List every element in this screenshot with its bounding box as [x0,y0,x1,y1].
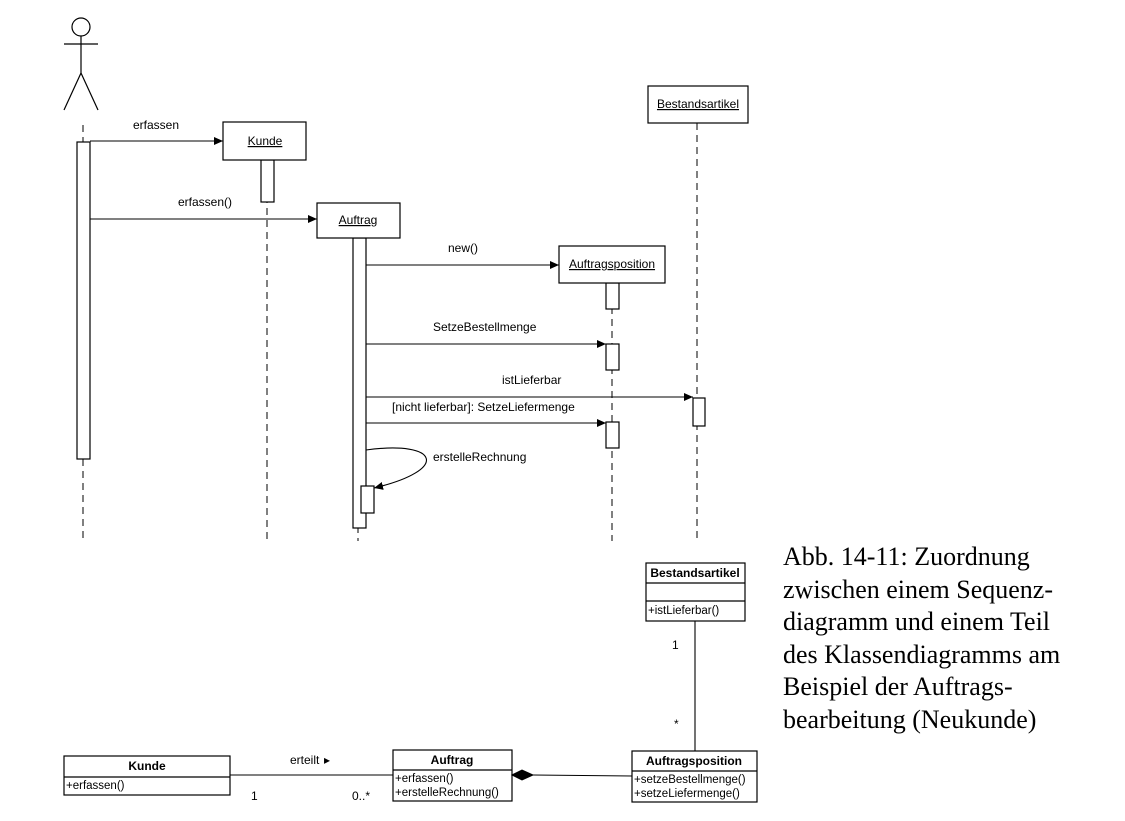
caption-line: bearbeitung (Neukunde) [783,704,1037,734]
caption-line: Abb. 14-11: Zuordnung [783,542,1030,571]
class-auftragsposition-op-1: +setzeBestellmenge() [634,774,746,786]
message-label-erstellerechnung: erstelleRechnung [433,450,526,464]
object-auftrag: Auftrag [316,202,401,239]
class-auftragsposition-name: Auftragsposition [646,754,742,768]
caption-line: des Klassendiagramms am [783,639,1061,669]
activation-position-3 [605,421,620,449]
activation-actor [76,141,91,460]
message-label-setzeliefermenge: [nicht lieferbar]: SetzeLiefermenge [392,400,575,414]
caption-line: zwischen einem Sequenz- [783,574,1054,604]
activation-auftrag-self [360,485,375,514]
class-bestandsartikel-name: Bestandsartikel [650,566,739,580]
caption-line: diagramm und einem Teil [783,607,1051,637]
message-label-istlieferbar: istLieferbar [502,373,561,387]
activation-kunde [260,159,275,203]
multiplicity-bestandsartikel: 1 [672,638,679,652]
class-kunde-op: +erfassen() [66,780,125,792]
activation-auftrag [352,237,367,529]
class-auftragsposition: Auftragsposition +setzeBestellmenge() +s… [631,750,758,803]
multiplicity-auftragsposition: * [674,717,679,731]
class-auftrag-op-1: +erfassen() [395,773,454,785]
object-bestandsartikel: Bestandsartikel [647,85,749,124]
class-bestandsartikel-op: +istLieferbar() [648,605,719,617]
message-label-erfassen: erfassen [133,118,179,132]
multiplicity-auftrag: 0..* [352,789,370,803]
message-label-erfassen-call: erfassen() [178,195,232,209]
triangle-right-icon: ▸ [324,753,330,767]
object-kunde: Kunde [222,121,307,161]
multiplicity-kunde: 1 [251,789,258,803]
object-bestandsartikel-label: Bestandsartikel [657,97,739,111]
activation-position-1 [605,282,620,310]
composition-diamond-icon [510,769,535,781]
object-auftragsposition-label: Auftragsposition [569,257,655,271]
message-label-new: new() [448,241,478,255]
activation-bestandsartikel [692,397,706,427]
object-auftragsposition: Auftragsposition [558,245,666,284]
class-auftrag-name: Auftrag [431,753,474,767]
caption-line: Beispiel der Auftrags- [783,672,1013,702]
object-auftrag-label: Auftrag [339,213,378,227]
class-auftrag: Auftrag +erfassen() +erstelleRechnung() [392,749,513,802]
composition-auftrag-position [532,774,633,777]
activation-position-2 [605,343,620,371]
class-kunde-name: Kunde [128,759,166,773]
actor-figure [63,17,99,111]
object-kunde-label: Kunde [248,134,283,148]
class-kunde: Kunde +erfassen() [63,755,231,796]
figure-caption: Abb. 14-11: Zuordnung zwischen einem Seq… [783,541,1118,737]
message-label-setzebestellmenge: SetzeBestellmenge [433,320,537,334]
association-label-erteilt: erteilt [290,753,320,767]
class-auftragsposition-op-2: +setzeLiefermenge() [634,788,740,800]
message-arrow-erstellerechnung [365,447,427,490]
class-auftrag-op-2: +erstelleRechnung() [395,787,499,799]
class-bestandsartikel: Bestandsartikel +istLieferbar() [645,562,746,622]
